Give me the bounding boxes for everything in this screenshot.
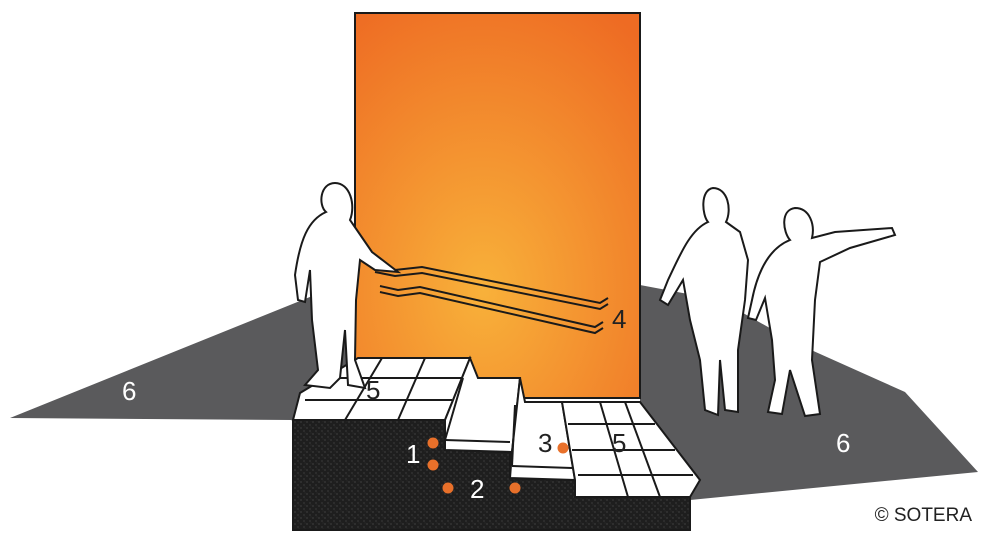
copyright-text: © SOTERA	[875, 505, 972, 527]
label-2: 2	[470, 476, 484, 502]
marker-2a	[443, 483, 454, 494]
label-3: 3	[538, 430, 552, 456]
label-5-top: 5	[366, 377, 380, 403]
marker-2b	[510, 483, 521, 494]
label-1: 1	[406, 441, 420, 467]
marker-1a	[428, 438, 439, 449]
label-6-right: 6	[836, 430, 850, 456]
label-6-left: 6	[122, 378, 136, 404]
label-5-bottom: 5	[612, 430, 626, 456]
back-wall	[355, 13, 640, 398]
marker-3	[558, 443, 569, 454]
marker-1b	[428, 460, 439, 471]
label-4: 4	[612, 306, 626, 332]
